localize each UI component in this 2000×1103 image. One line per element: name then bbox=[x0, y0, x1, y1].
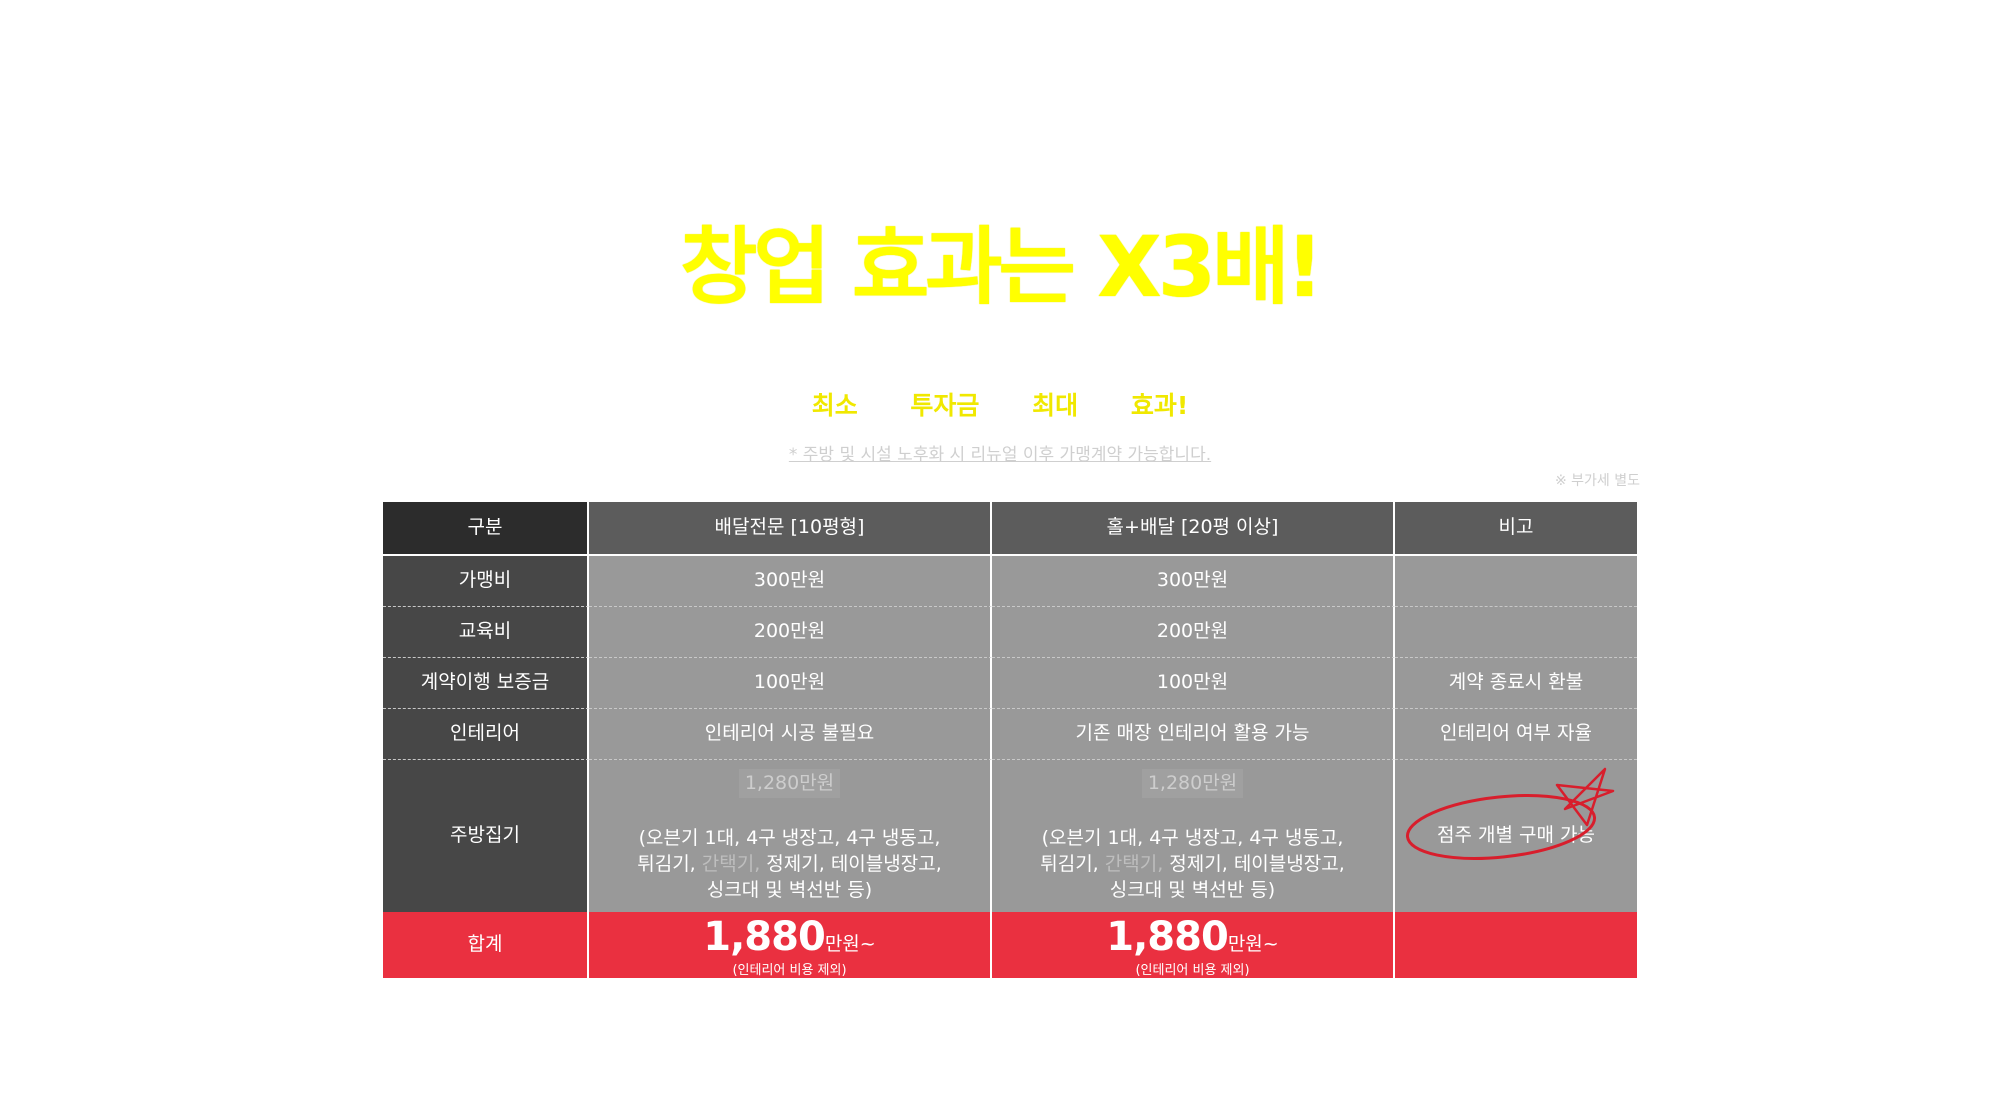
row-label: 인테리어 bbox=[383, 709, 589, 760]
kitchen-item-muted: 간택기, bbox=[701, 853, 761, 875]
total-amount: 1,880 만원~ bbox=[703, 910, 875, 964]
cost-table: 구분 배달전문 [10평형] 홀+배달 [20평 이상] 비고 가맹비 300만… bbox=[383, 502, 1637, 978]
kitchen-note-cell: 점주 개별 구매 가능 bbox=[1395, 760, 1637, 912]
tagline-word-2: 투자금 bbox=[910, 391, 980, 420]
total-exclusion: (인테리어 비용 제외) bbox=[732, 963, 847, 979]
table-row: 교육비 200만원 200만원 bbox=[383, 607, 1637, 658]
kitchen-item-text: 정제기, 테이블냉장고, bbox=[766, 853, 942, 875]
table-row: 인테리어 인테리어 시공 불필요 기존 매장 인테리어 활용 가능 인테리어 여… bbox=[383, 709, 1637, 760]
table-header-row: 구분 배달전문 [10평형] 홀+배달 [20평 이상] 비고 bbox=[383, 502, 1637, 556]
total-unit: 만원~ bbox=[824, 933, 876, 956]
delivery-value: 100만원 bbox=[589, 658, 992, 709]
row-label: 주방집기 bbox=[383, 760, 589, 912]
note-value: 계약 종료시 환불 bbox=[1395, 658, 1637, 709]
hall-value: 200만원 bbox=[992, 607, 1395, 658]
header-category: 구분 bbox=[383, 502, 589, 554]
header-delivery: 배달전문 [10평형] bbox=[589, 502, 992, 554]
total-amount: 1,880 만원~ bbox=[1106, 910, 1278, 964]
headline: 창업 효과는 X3배! bbox=[680, 218, 1324, 316]
kitchen-items-line: (오븐기 1대, 4구 냉장고, 4구 냉동고, bbox=[638, 827, 941, 850]
total-delivery-cell: 1,880 만원~ (인테리어 비용 제외) bbox=[589, 912, 992, 978]
kitchen-items-line: 튀김기, 간택기, 정제기, 테이블냉장고, bbox=[1040, 852, 1345, 878]
kitchen-hall-cell: 1,280만원 (오븐기 1대, 4구 냉장고, 4구 냉동고, 튀김기, 간택… bbox=[992, 760, 1395, 912]
kitchen-item-muted: 간택기, bbox=[1104, 853, 1164, 875]
total-unit: 만원~ bbox=[1227, 933, 1279, 956]
kitchen-items-line: 튀김기, 간택기, 정제기, 테이블냉장고, bbox=[637, 852, 942, 878]
kitchen-price-badge: 1,280만원 bbox=[1141, 768, 1244, 799]
kitchen-items-line: 싱크대 및 벽선반 등) bbox=[706, 878, 873, 901]
hall-value: 300만원 bbox=[992, 556, 1395, 607]
header-hall-delivery: 홀+배달 [20평 이상] bbox=[992, 502, 1395, 554]
table-row-kitchen: 주방집기 1,280만원 (오븐기 1대, 4구 냉장고, 4구 냉동고, 튀김… bbox=[383, 760, 1637, 912]
hall-value: 기존 매장 인테리어 활용 가능 bbox=[992, 709, 1395, 760]
kitchen-item-text: 정제기, 테이블냉장고, bbox=[1169, 853, 1345, 875]
row-label: 합계 bbox=[383, 912, 589, 978]
total-hall-cell: 1,880 만원~ (인테리어 비용 제외) bbox=[992, 912, 1395, 978]
kitchen-items: (오븐기 1대, 4구 냉장고, 4구 냉동고, 튀김기, 간택기, 정제기, … bbox=[637, 826, 942, 903]
kitchen-items: (오븐기 1대, 4구 냉장고, 4구 냉동고, 튀김기, 간택기, 정제기, … bbox=[1040, 826, 1345, 903]
row-label: 가맹비 bbox=[383, 556, 589, 607]
delivery-value: 인테리어 시공 불필요 bbox=[589, 709, 992, 760]
total-exclusion: (인테리어 비용 제외) bbox=[1135, 963, 1250, 979]
row-label: 계약이행 보증금 bbox=[383, 658, 589, 709]
row-label: 교육비 bbox=[383, 607, 589, 658]
kitchen-items-line: 싱크대 및 벽선반 등) bbox=[1109, 878, 1276, 901]
total-note-cell bbox=[1395, 912, 1637, 978]
total-number: 1,880 bbox=[703, 914, 826, 961]
kitchen-item-text: 튀김기, bbox=[1040, 853, 1099, 875]
table-row: 계약이행 보증금 100만원 100만원 계약 종료시 환불 bbox=[383, 658, 1637, 709]
kitchen-delivery-cell: 1,280만원 (오븐기 1대, 4구 냉장고, 4구 냉동고, 튀김기, 간택… bbox=[589, 760, 992, 912]
note-value: 인테리어 여부 자율 bbox=[1395, 709, 1637, 760]
delivery-value: 200만원 bbox=[589, 607, 992, 658]
header-note: 비고 bbox=[1395, 502, 1637, 554]
note-value bbox=[1395, 607, 1637, 658]
total-number: 1,880 bbox=[1106, 914, 1229, 961]
table-row: 가맹비 300만원 300만원 bbox=[383, 556, 1637, 607]
table-row-total: 합계 1,880 만원~ (인테리어 비용 제외) 1,880 만원~ (인테리… bbox=[383, 912, 1637, 978]
kitchen-price-badge: 1,280만원 bbox=[738, 768, 841, 799]
renewal-notice: * 주방 및 시설 노후화 시 리뉴얼 이후 가맹계약 가능합니다. bbox=[788, 445, 1212, 465]
hall-value: 100만원 bbox=[992, 658, 1395, 709]
tagline-word-3: 최대 bbox=[1032, 391, 1079, 420]
kitchen-note: 점주 개별 구매 가능 bbox=[1437, 824, 1595, 847]
kitchen-item-text: 튀김기, bbox=[637, 853, 696, 875]
tagline-word-1: 최소 bbox=[811, 391, 858, 420]
tagline: 최소 투자금 최대 효과! bbox=[0, 386, 2000, 422]
delivery-value: 300만원 bbox=[589, 556, 992, 607]
kitchen-items-line: (오븐기 1대, 4구 냉장고, 4구 냉동고, bbox=[1041, 827, 1344, 850]
note-value bbox=[1395, 556, 1637, 607]
vat-note: ※ 부가세 별도 bbox=[1554, 473, 1640, 489]
tagline-word-4: 효과! bbox=[1130, 391, 1189, 420]
kitchen-note-wrap: 점주 개별 구매 가능 bbox=[1405, 767, 1615, 861]
